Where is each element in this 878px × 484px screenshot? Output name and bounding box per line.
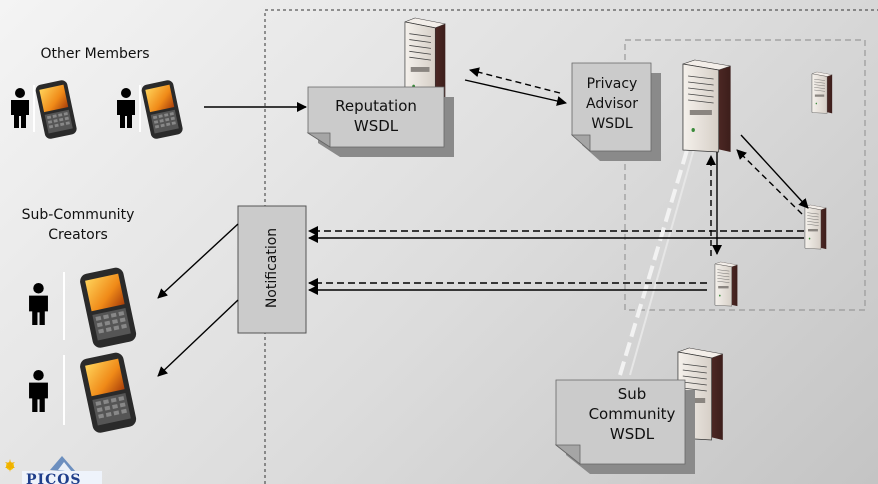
member-person-icon [11,88,29,128]
member-person-icon [117,88,135,128]
reputation-wsdl-doc [306,86,454,157]
reputation-wsdl-label: Reputation WSDL [335,97,417,135]
privacy-advisor-wsdl-label: Privacy Advisor WSDL [585,76,638,132]
notification-box [237,205,307,334]
member-phone-icon [34,79,78,140]
sub-community-wsdl-label: Sub Community WSDL [588,385,676,443]
creator-person-icon [29,370,48,412]
creator-phone-icon [78,266,138,350]
picos-logo [5,456,102,484]
sub-community-creators-label: Sub-Community Creators [21,207,135,243]
privacy-advisor-wsdl-doc [570,62,661,161]
creator-phone-icon [78,351,138,435]
sub-community-link-solid [629,144,696,376]
notification-label: Notification [264,227,280,309]
privacy-to-reputation-arrow [469,67,561,94]
sub-community-wsdl-doc [554,379,695,474]
privacy-server-icon [682,59,732,153]
sub-community-link [618,139,692,376]
other-members-label: Other Members [40,46,150,62]
notification-to-creator-arrow [157,223,239,299]
member-server-icon [804,204,827,250]
picos-logo-text: PICOS [26,472,82,484]
creator-person-icon [29,283,48,325]
member-phone-icon [140,79,184,140]
privacy-to-member-arrow [740,134,809,209]
reputation-to-privacy-arrow [464,79,567,106]
sub-community-boundary [624,39,866,311]
notification-to-creator-arrow [157,299,239,377]
member-server-icon [811,71,833,114]
member-to-privacy-arrow [736,149,803,215]
member-server-icon [714,261,738,307]
